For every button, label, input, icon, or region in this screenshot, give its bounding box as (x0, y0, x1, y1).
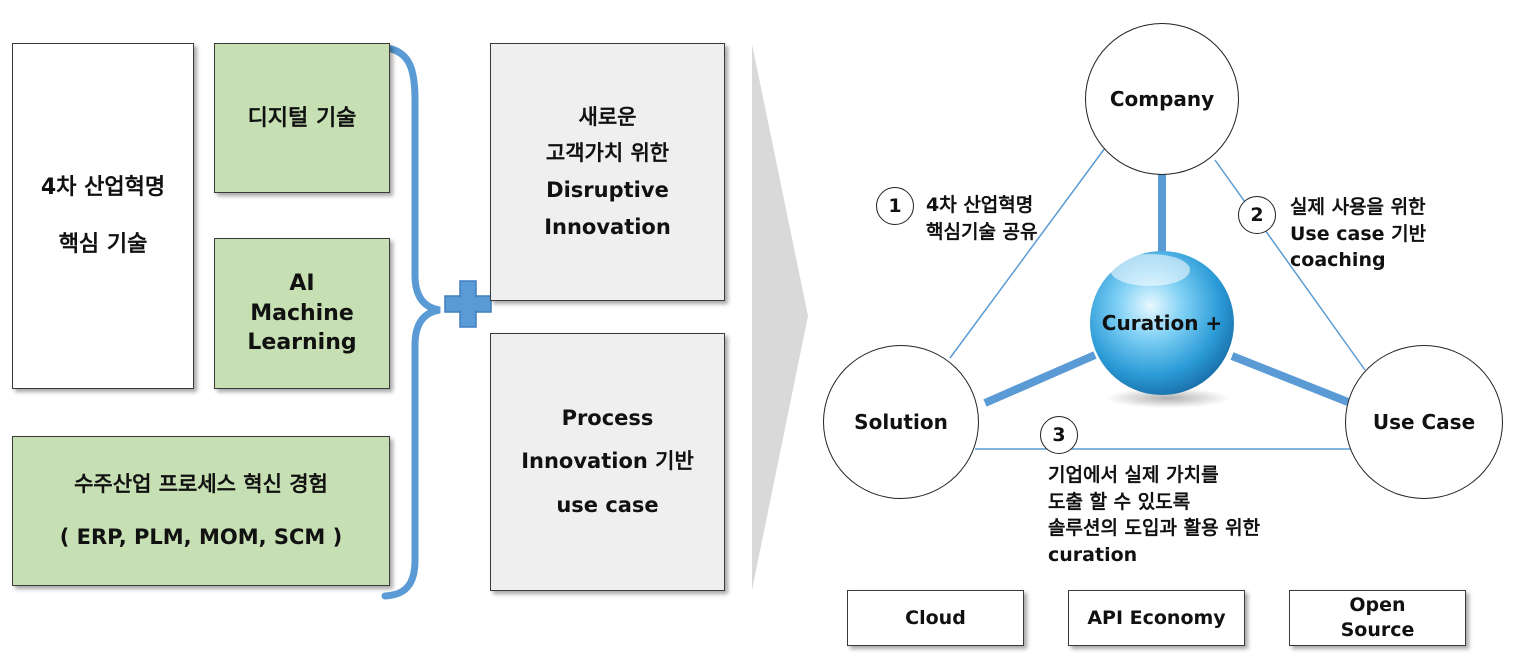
disruptive-line-1: 새로운 (578, 104, 637, 129)
note-3-line-1: 기업에서 실제 가치를 (1048, 464, 1219, 486)
note-1-line-2: 핵심기술 공유 (926, 220, 1038, 243)
open-source-line-1: Open (1349, 594, 1406, 617)
process-innovation-box: Process Innovation 기반 use case (490, 333, 725, 591)
sphere-shadow (1106, 388, 1230, 408)
industry-experience-box: 수주산업 프로세스 혁신 경험 ( ERP, PLM, MOM, SCM ) (12, 436, 390, 586)
cloud-tag-label: Cloud (905, 606, 966, 629)
note-2-number: 2 (1238, 196, 1276, 234)
company-node: Company (1085, 23, 1239, 175)
note-1-line-1: 4차 산업혁명 (926, 194, 1034, 216)
api-economy-tag-label: API Economy (1087, 606, 1226, 629)
chevron-arrow (752, 44, 808, 590)
industry-line-2: ( ERP, PLM, MOM, SCM ) (59, 525, 343, 549)
plus-icon (444, 280, 492, 328)
ai-line-1: AI (289, 270, 315, 296)
industry-line-1: 수주산업 프로세스 혁신 경험 (74, 471, 328, 496)
sphere-highlight (1110, 254, 1190, 286)
use-case-node: Use Case (1345, 345, 1503, 499)
curation-sphere-icon (1090, 251, 1234, 395)
note-1-number: 1 (876, 187, 914, 225)
disruptive-line-3: Disruptive (546, 178, 669, 202)
process-line-2: Innovation 기반 (521, 449, 694, 474)
brace-icon (381, 44, 441, 600)
core-tech-box: 4차 산업혁명 핵심 기술 (12, 43, 194, 389)
process-line-1: Process (561, 406, 654, 431)
disruptive-line-2: 고객가치 위한 (545, 141, 670, 166)
solution-node: Solution (823, 345, 979, 499)
ai-line-2: Machine (250, 300, 354, 326)
core-tech-line-1: 4차 산업혁명 (40, 175, 166, 200)
solution-label: Solution (854, 410, 948, 434)
note-2-line-1: 실제 사용을 위한 (1290, 196, 1426, 218)
note-2-line-2: Use case 기반 (1290, 222, 1427, 245)
disruptive-line-4: Innovation (544, 214, 671, 239)
ai-line-3: Learning (247, 330, 357, 356)
open-source-tag: Open Source (1289, 590, 1466, 646)
center-spokes (983, 173, 1350, 407)
triangle-connector (949, 147, 1366, 450)
note-3-text: 기업에서 실제 가치를 도출 할 수 있도록 솔루션의 도입과 활용 위한 cu… (1048, 462, 1260, 568)
note-2-line-3: coaching (1290, 249, 1386, 272)
open-source-line-2: Source (1340, 619, 1415, 641)
note-3-line-2: 도출 할 수 있도록 (1048, 490, 1191, 513)
process-line-3: use case (556, 492, 659, 517)
curation-label: Curation + (1101, 311, 1223, 335)
note-2-text: 실제 사용을 위한 Use case 기반 coaching (1290, 194, 1426, 274)
use-case-label: Use Case (1372, 410, 1476, 434)
api-economy-tag: API Economy (1068, 590, 1245, 646)
note-1-text: 4차 산업혁명 핵심기술 공유 (926, 192, 1038, 245)
ai-box: AI Machine Learning (214, 238, 390, 389)
note-3-number: 3 (1040, 416, 1078, 454)
disruptive-innovation-box: 새로운 고객가치 위한 Disruptive Innovation (490, 43, 725, 301)
note-3-line-3: 솔루션의 도입과 활용 위한 (1048, 517, 1261, 540)
cloud-tag: Cloud (847, 590, 1024, 646)
digital-tech-label: 디지털 기술 (247, 105, 357, 131)
core-tech-line-2: 핵심 기술 (58, 232, 148, 257)
digital-tech-box: 디지털 기술 (214, 43, 390, 193)
note-3-line-4: curation (1048, 543, 1138, 566)
company-label: Company (1109, 87, 1215, 111)
